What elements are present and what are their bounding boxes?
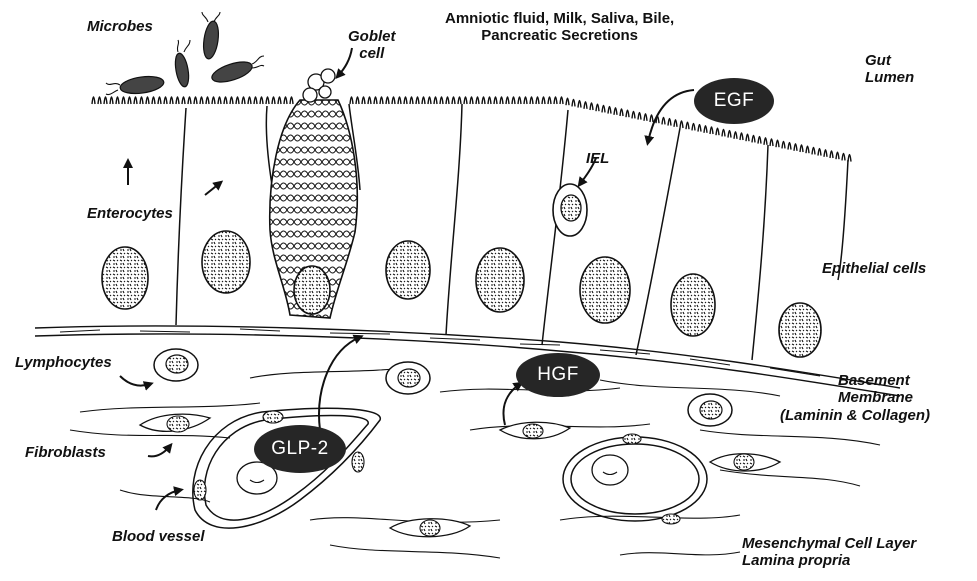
label-goblet-line-2: cell [348, 45, 396, 62]
label-fluids-line-1: Amniotic fluid, Milk, Saliva, Bile, [445, 10, 674, 27]
intraepithelial-lymphocyte [553, 184, 587, 236]
label-basement-line-3: (Laminin & Collagen) [780, 407, 930, 424]
label-goblet-line-1: Goblet [348, 28, 396, 45]
egf-badge: EGF [694, 78, 774, 124]
label-mesenchymal-layer: Mesenchymal Cell Layer Lamina propria [742, 535, 916, 570]
hgf-badge: HGF [516, 353, 600, 397]
label-lymphocytes: Lymphocytes [15, 354, 112, 371]
nucleus [102, 247, 148, 309]
red-blood-cell [592, 455, 628, 485]
label-microbes: Microbes [87, 18, 153, 35]
epithelial-nuclei [102, 231, 821, 357]
lamina-lymphocytes [154, 349, 732, 426]
nucleus [476, 248, 524, 312]
label-gut-lumen: Gut Lumen [865, 52, 914, 87]
label-gut-line-2: Lumen [865, 69, 914, 86]
label-goblet-cell: Goblet cell [348, 28, 396, 63]
label-fluids-line-2: Pancreatic Secretions [445, 27, 674, 44]
nucleus [580, 257, 630, 323]
goblet-secretion-vesicles [303, 69, 335, 102]
label-mesenchymal-line-2: Lamina propria [742, 552, 916, 569]
label-blood-vessel: Blood vessel [112, 528, 205, 545]
nucleus [294, 266, 330, 314]
label-epithelial-cells: Epithelial cells [822, 260, 926, 277]
nucleus [779, 303, 821, 357]
label-basement-membrane: Basement Membrane (Laminin & Collagen) [780, 372, 930, 424]
blood-vessel-right [563, 437, 707, 521]
glp2-badge: GLP-2 [254, 425, 346, 473]
label-basement-line-1: Basement [780, 372, 930, 389]
nucleus [202, 231, 250, 293]
label-fibroblasts: Fibroblasts [25, 444, 106, 461]
label-enterocytes: Enterocytes [87, 205, 173, 222]
nucleus [386, 241, 430, 299]
label-basement-line-2: Membrane [780, 389, 930, 406]
label-mesenchymal-line-1: Mesenchymal Cell Layer [742, 535, 916, 552]
label-gut-line-1: Gut [865, 52, 914, 69]
label-luminal-fluids: Amniotic fluid, Milk, Saliva, Bile, Panc… [445, 10, 674, 45]
label-iel: IEL [586, 150, 609, 167]
nucleus [671, 274, 715, 336]
